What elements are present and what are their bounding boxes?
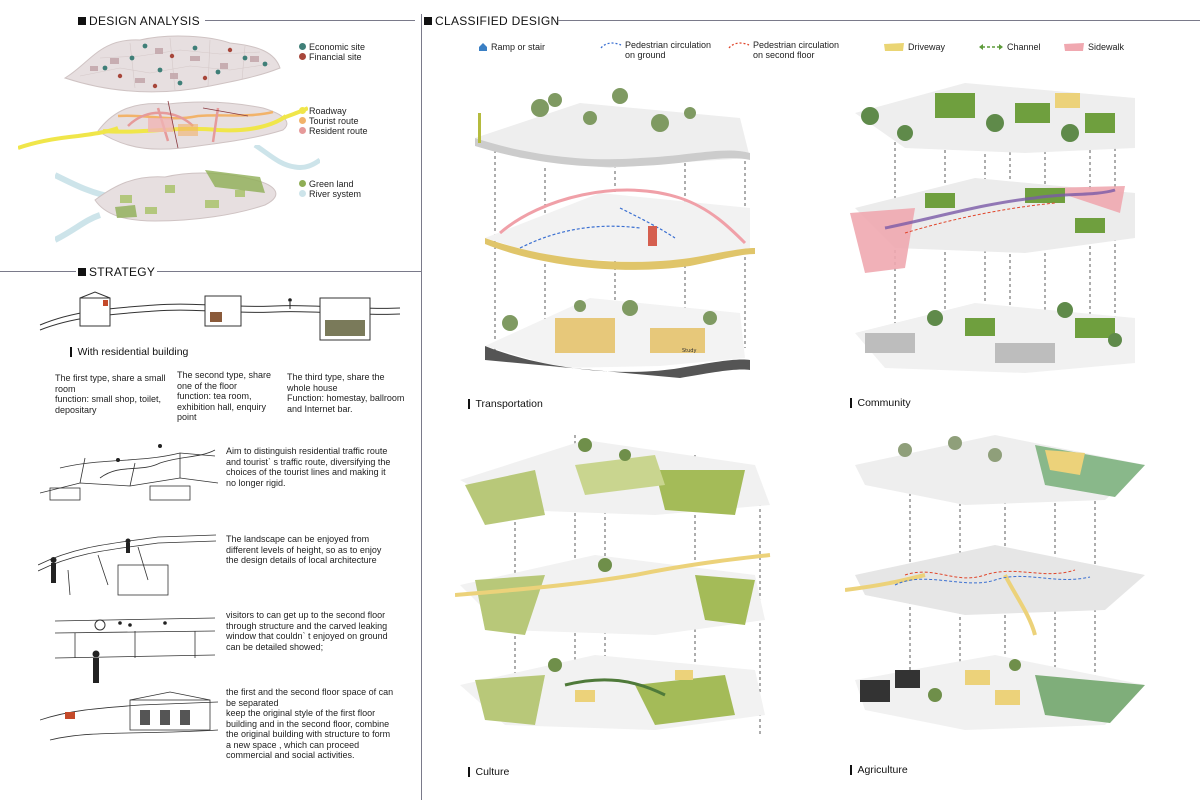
bar-icon <box>850 765 852 775</box>
strategy-type-3: The third type, share the whole house Fu… <box>287 372 405 414</box>
legend-label: Ramp or stair <box>491 42 546 52</box>
river-dot-icon <box>299 190 306 197</box>
dashed-blue-icon <box>600 42 622 49</box>
panel-label-text: Transportation <box>475 398 543 410</box>
design-analysis-title: DESIGN ANALYSIS <box>89 14 200 28</box>
classified-design-header: CLASSIFIED DESIGN <box>424 14 559 28</box>
tourist-dot-icon <box>299 117 306 124</box>
legend-item-tourist-route: Tourist route <box>299 116 368 126</box>
classified-legend: Ramp or stair Pedestrian circulation on … <box>478 40 1178 64</box>
bar-icon <box>70 347 72 357</box>
bar-icon <box>468 767 470 777</box>
section-square-icon <box>424 17 432 25</box>
panel-transportation-diagram: Study <box>460 78 760 378</box>
panel-agriculture-diagram <box>845 425 1155 755</box>
legend-channel: Channel <box>978 42 1041 52</box>
legend-routes: Roadway Tourist route Resident route <box>299 106 368 136</box>
resident-dot-icon <box>299 127 306 134</box>
map-green-river <box>55 145 320 245</box>
section-square-icon <box>78 268 86 276</box>
legend-label: Tourist route <box>309 116 359 126</box>
panel-label-text: Agriculture <box>857 764 908 776</box>
legend-item-green-land: Green land <box>299 179 361 189</box>
financial-dot-icon <box>299 53 306 60</box>
strategy-point-3: visitors to can get up to the second flo… <box>226 610 388 652</box>
panel-label-text: Culture <box>475 766 510 778</box>
legend-item-financial-site: Financial site <box>299 52 365 62</box>
panel-culture-diagram <box>455 425 775 755</box>
panel-community-diagram <box>845 78 1145 378</box>
strategy-rule-left <box>0 271 76 272</box>
legend-pedestrian-ground: Pedestrian circulation on ground <box>600 40 711 60</box>
bar-icon <box>468 399 470 409</box>
strategy-type-1: The first type, share a small room funct… <box>55 373 166 415</box>
legend-green-river: Green land River system <box>299 179 361 199</box>
panel-label-culture: Culture <box>468 766 509 778</box>
legend-label: Driveway <box>908 42 946 52</box>
section-square-icon <box>78 17 86 25</box>
legend-label: Pedestrian circulation on second floor <box>753 40 840 60</box>
legend-item-river-system: River system <box>299 189 361 199</box>
channel-icon <box>979 44 1003 50</box>
header-rule <box>558 20 1200 21</box>
legend-item-economic-site: Economic site <box>299 42 365 52</box>
strategy-subtitle: With residential building <box>70 346 188 358</box>
ramp-icon <box>479 43 487 51</box>
legend-label: River system <box>309 189 362 199</box>
legend-label: Economic site <box>309 42 366 52</box>
driveway-icon <box>884 43 904 51</box>
strategy-point-4: the first and the second floor space of … <box>226 687 394 760</box>
panel-label-transportation: Transportation <box>468 398 543 410</box>
strategy-title: STRATEGY <box>89 265 156 279</box>
dashed-red-icon <box>728 42 750 49</box>
site-tag: Study <box>682 348 696 354</box>
strategy-section-sketch <box>35 290 405 348</box>
economic-dot-icon <box>299 43 306 50</box>
legend-item-resident-route: Resident route <box>299 126 368 136</box>
panel-label-agriculture: Agriculture <box>850 764 908 776</box>
map-routes <box>18 86 308 168</box>
strategy-header: STRATEGY <box>78 265 155 279</box>
legend-pedestrian-second-floor: Pedestrian circulation on second floor <box>728 40 839 60</box>
bar-icon <box>850 398 852 408</box>
classified-design-title: CLASSIFIED DESIGN <box>435 14 560 28</box>
legend-sidewalk: Sidewalk <box>1063 42 1124 52</box>
design-analysis-header: DESIGN ANALYSIS <box>78 14 200 28</box>
header-rule <box>205 20 415 21</box>
strategy-point-1: Aim to distinguish residential traffic r… <box>226 446 391 488</box>
green-dot-icon <box>299 180 306 187</box>
panel-label-text: Community <box>857 397 911 409</box>
sketch-landscape-levels <box>38 525 218 600</box>
map-economic-sites <box>60 28 285 98</box>
strategy-rule-right <box>157 271 421 272</box>
strategy-subtitle-text: With residential building <box>77 346 189 358</box>
legend-driveway: Driveway <box>883 42 945 52</box>
column-divider <box>421 14 422 800</box>
legend-label: Sidewalk <box>1088 42 1125 52</box>
legend-label: Channel <box>1007 42 1041 52</box>
legend-ramp-stair: Ramp or stair <box>478 42 545 52</box>
sketch-traffic-route <box>40 438 220 503</box>
strategy-type-2: The second type, share one of the floor … <box>177 370 272 422</box>
legend-label: Financial site <box>309 52 362 62</box>
legend-item-roadway: Roadway <box>299 106 368 116</box>
panel-label-community: Community <box>850 397 911 409</box>
sketch-second-floor-access <box>55 603 220 685</box>
roadway-dot-icon <box>299 107 306 114</box>
sidewalk-icon <box>1064 43 1084 51</box>
legend-label: Green land <box>309 179 354 189</box>
legend-economic: Economic site Financial site <box>299 42 365 62</box>
legend-label: Roadway <box>309 106 347 116</box>
strategy-point-2: The landscape can be enjoyed from differ… <box>226 534 382 565</box>
legend-label: Pedestrian circulation on ground <box>625 40 712 60</box>
sketch-floor-separation <box>40 690 220 760</box>
legend-label: Resident route <box>309 126 368 136</box>
